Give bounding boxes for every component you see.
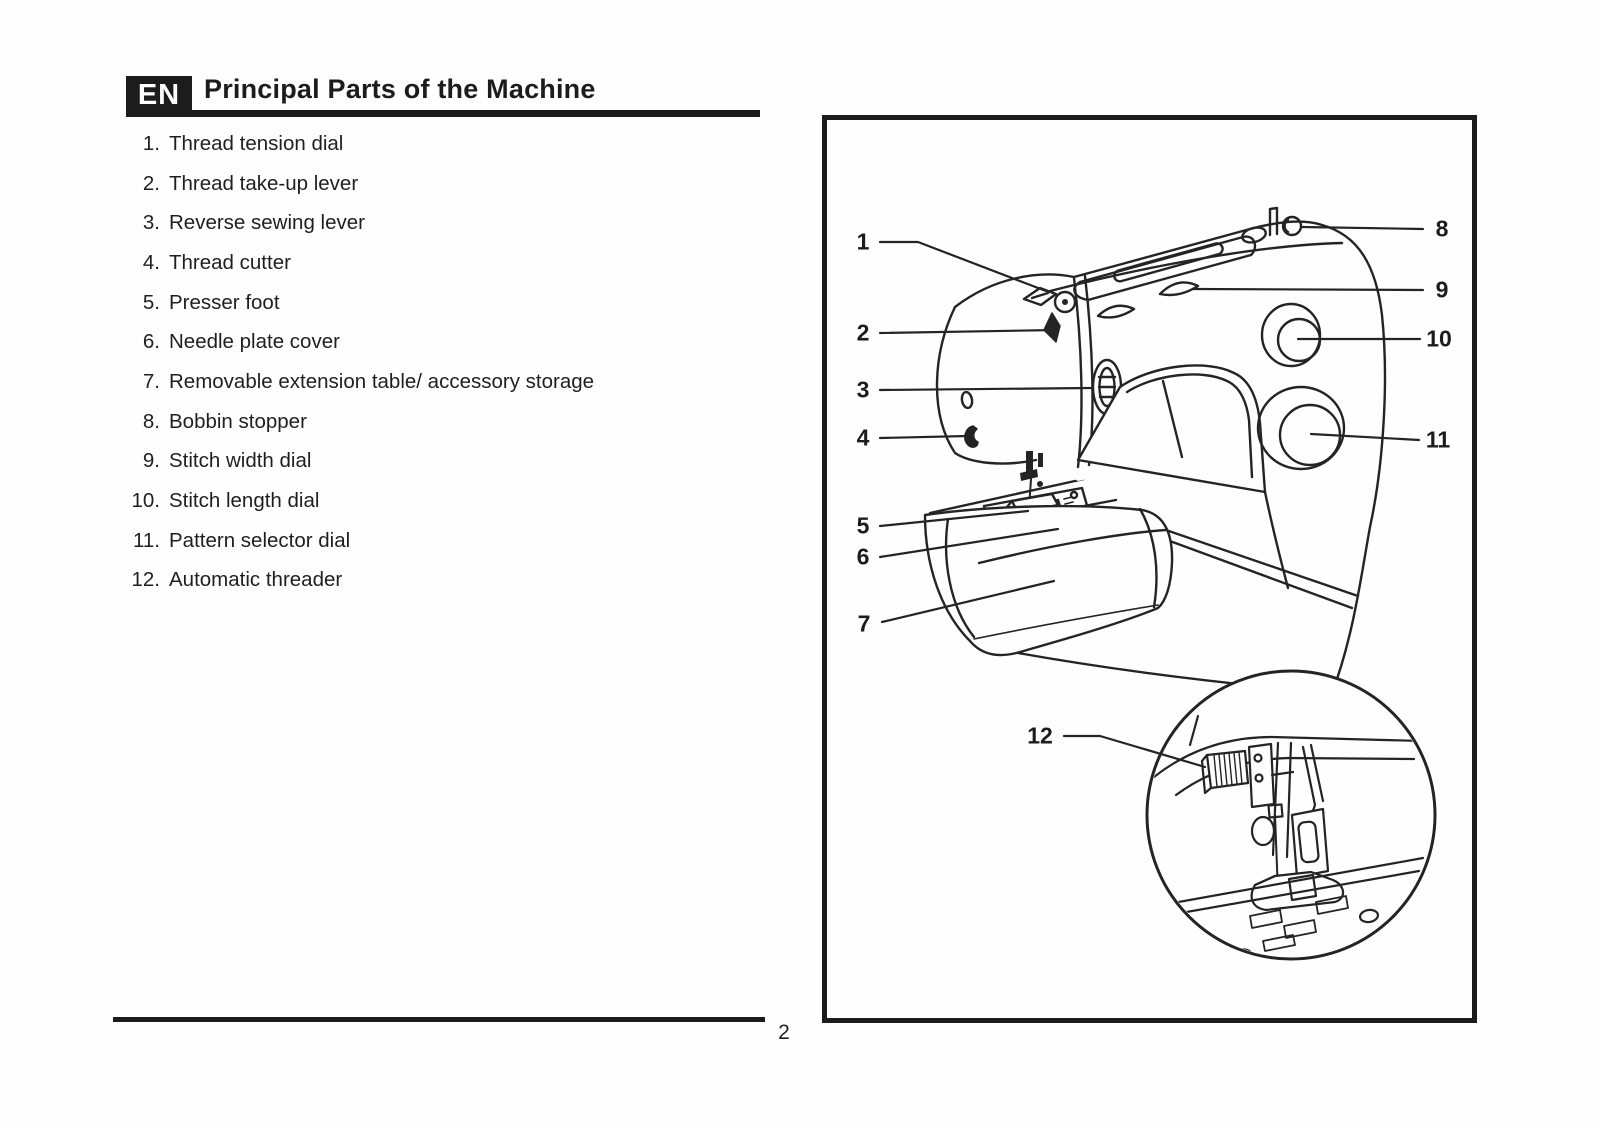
- callout-4: 4: [856, 424, 870, 451]
- part-label: Reverse sewing lever: [169, 211, 365, 235]
- part-item: 3. Reverse sewing lever: [118, 203, 594, 243]
- part-number: 10.: [131, 489, 161, 513]
- callout-11: 11: [1425, 426, 1451, 453]
- callout-6: 6: [856, 543, 870, 570]
- title-rule: [126, 110, 760, 117]
- footer-rule: [113, 1017, 765, 1022]
- part-number: 12.: [131, 568, 161, 592]
- sewing-machine-illustration: [822, 115, 1477, 1023]
- callout-1: 1: [856, 228, 870, 255]
- part-item: 9. Stitch width dial: [118, 442, 594, 482]
- part-item: 8. Bobbin stopper: [118, 402, 594, 442]
- part-label: Thread tension dial: [169, 131, 344, 155]
- callout-10: 10: [1426, 325, 1452, 352]
- part-label: Needle plate cover: [169, 330, 340, 354]
- callout-12: 12: [1027, 722, 1053, 749]
- callout-3: 3: [856, 376, 870, 403]
- part-label: Thread take-up lever: [169, 171, 359, 195]
- part-item: 6. Needle plate cover: [118, 322, 594, 362]
- part-item: 7. Removable extension table/ accessory s…: [118, 362, 594, 402]
- part-number: 4.: [142, 250, 160, 274]
- leader-lines: [878, 225, 1425, 769]
- part-item: 2. Thread take-up lever: [118, 164, 594, 204]
- part-label: Stitch width dial: [169, 449, 312, 473]
- part-label: Stitch length dial: [169, 489, 320, 513]
- page-title: Principal Parts of the Machine: [204, 74, 596, 104]
- diagram-frame: [822, 115, 1477, 1023]
- part-label: Automatic threader: [169, 568, 343, 592]
- parts-list: 1. Thread tension dial 2. Thread take-up l…: [118, 124, 595, 601]
- part-number: 7.: [142, 369, 160, 393]
- part-item: 4. Thread cutter: [118, 243, 594, 283]
- callout-7: 7: [857, 610, 871, 637]
- part-label: Removable extension table/ accessory sto…: [169, 369, 595, 393]
- part-number: 5.: [142, 290, 160, 314]
- part-item: 11. Pattern selector dial: [118, 521, 594, 561]
- part-number: 9.: [142, 449, 160, 473]
- part-item: 5. Presser foot: [118, 283, 594, 323]
- part-label: Thread cutter: [169, 250, 291, 274]
- part-label: Bobbin stopper: [169, 409, 307, 433]
- part-label: Pattern selector dial: [169, 528, 351, 552]
- machine-body: [878, 206, 1437, 961]
- part-number: 11.: [133, 528, 160, 552]
- part-number: 8.: [142, 409, 160, 433]
- part-item: 12. Automatic threader: [118, 561, 594, 601]
- part-number: 1.: [142, 131, 160, 155]
- callout-5: 5: [856, 512, 870, 539]
- inset-detail-circle: [1145, 669, 1437, 961]
- callout-9: 9: [1435, 276, 1449, 303]
- language-badge: EN: [126, 76, 192, 114]
- part-number: 2.: [142, 171, 160, 195]
- callout-8: 8: [1435, 215, 1449, 242]
- callout-2: 2: [856, 319, 870, 346]
- diagram-box: 1 2 3 4 5 6 7 8 9 10 11 12: [822, 115, 1477, 1023]
- part-number: 6.: [142, 330, 160, 354]
- part-label: Presser foot: [169, 290, 280, 314]
- part-number: 3.: [142, 211, 160, 235]
- part-item: 10. Stitch length dial: [118, 481, 594, 521]
- part-item: 1. Thread tension dial: [118, 124, 594, 164]
- page-number: 2: [778, 1021, 790, 1044]
